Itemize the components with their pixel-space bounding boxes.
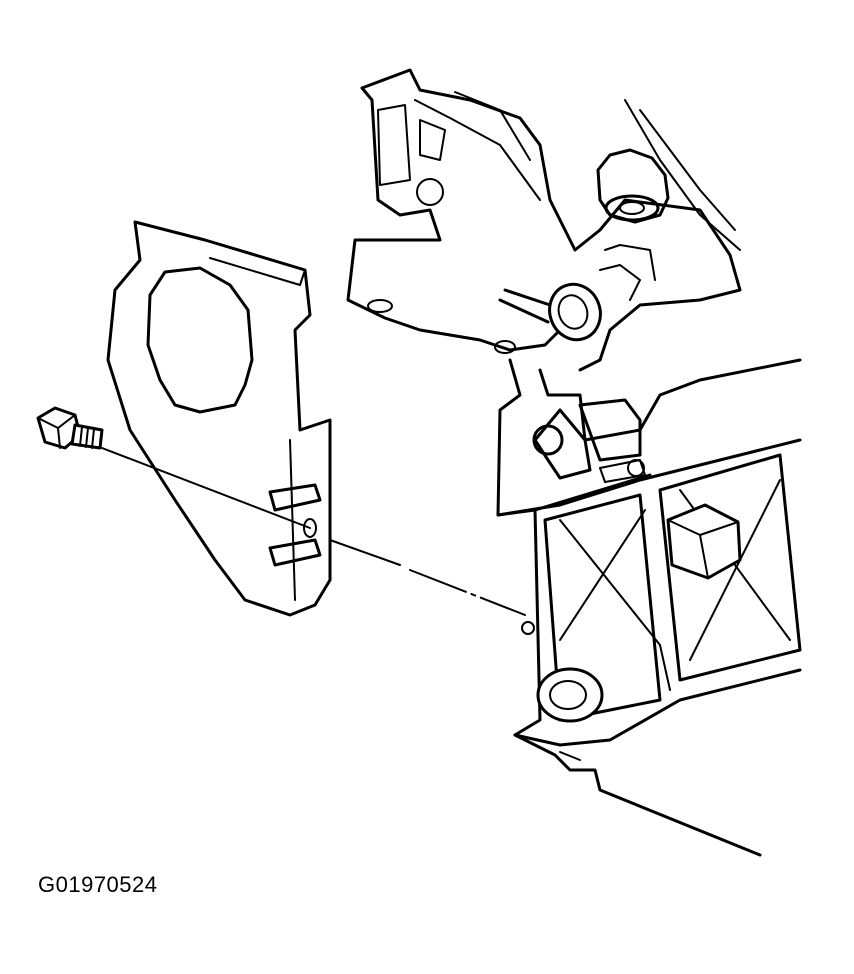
timing-cover [106,220,332,617]
leader-lines [101,447,526,616]
engine-block [346,68,802,857]
bolt [36,406,104,450]
figure-id-label: G01970524 [38,872,158,897]
